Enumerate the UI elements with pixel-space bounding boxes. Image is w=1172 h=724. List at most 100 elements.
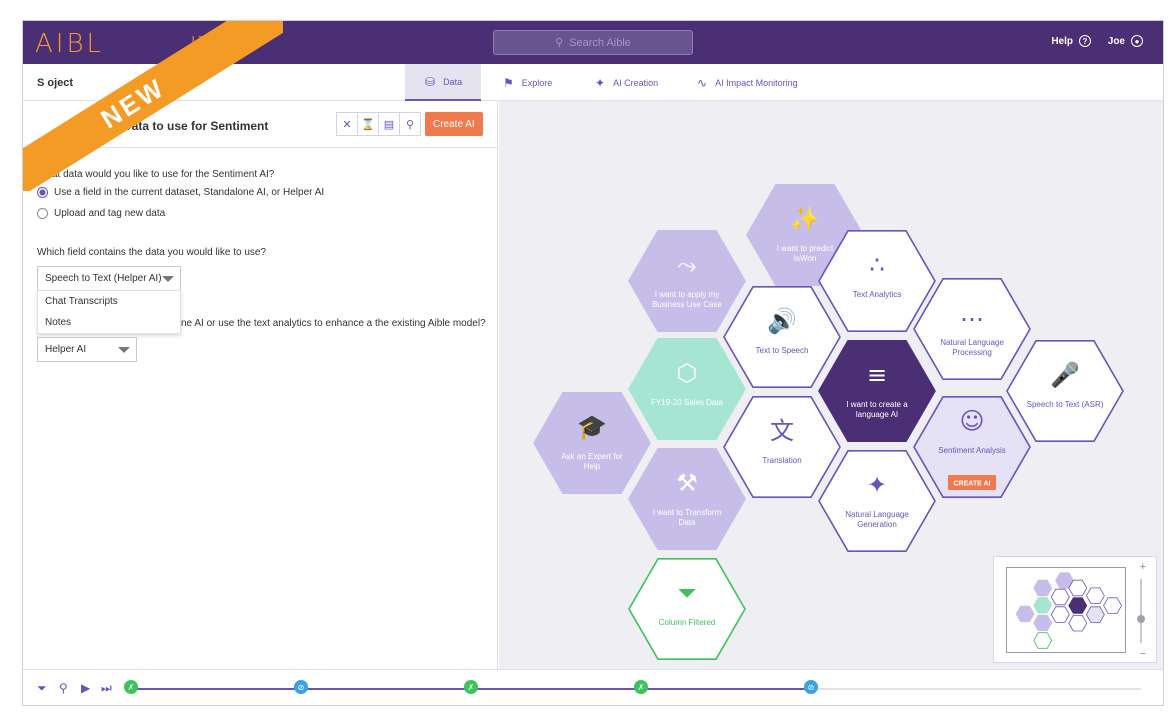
smiley-chat-icon: ☺ [959,407,984,435]
radio-use-field[interactable]: Use a field in the current dataset, Stan… [37,187,324,198]
tab-label: Explore [521,77,553,88]
hex-tile-sales[interactable]: ⬡FY19-20 Sales Data [628,338,746,441]
app-logo[interactable]: AIBL [35,29,104,59]
chevron-down-icon [162,276,174,282]
app-logo-suffix: IZE [191,34,222,51]
radio-selected-icon[interactable] [37,187,48,198]
timeline-node-transform[interactable]: ✗ [634,680,648,694]
skip-end-icon[interactable]: ⏭ [101,681,112,695]
hex-shape[interactable] [913,278,1031,381]
minimap-viewport[interactable] [1006,567,1126,653]
hex-shape[interactable] [628,447,746,551]
user-icon: ● [1131,35,1143,47]
tab-data[interactable]: ⛁ Data [405,64,481,101]
zoom-in-button[interactable]: + [1139,561,1146,573]
search-icon: ⚲ [555,37,564,49]
radio-label: Use a field in the current dataset, Stan… [54,187,325,198]
hex-label: Text to Speech [756,346,809,355]
timeline-node-filter[interactable]: ⊘ [804,680,818,694]
user-menu[interactable]: Joe ● [1108,35,1143,47]
tools-icon: ⚒ [676,469,698,497]
hex-shape[interactable] [533,391,651,495]
field-dropdown-menu: Chat Transcripts Notes [37,290,181,334]
hex-shape[interactable] [628,230,746,332]
help-label: Help [1051,35,1073,47]
radio-upload-data[interactable]: Upload and tag new data [37,208,165,219]
zoom-slider-track[interactable] [1140,579,1142,643]
dropdown-option-notes[interactable]: Notes [45,317,72,328]
minimap-hex [1033,632,1053,649]
hex-shape[interactable] [818,449,936,553]
play-icon[interactable]: ▶ [81,681,91,695]
route-icon: ⤳ [677,251,696,279]
search-icon[interactable]: ⚲ [59,681,68,695]
tab-ai-creation[interactable]: ✦ AI Creation [575,64,678,101]
search-placeholder: Search Aible [569,36,631,49]
hex-shape[interactable] [723,286,841,389]
pin-button[interactable]: ⚲ [399,112,421,136]
sparkle-icon: ✦ [867,471,887,499]
tab-explore[interactable]: ⚑ Explore [483,64,572,101]
timeline-node-transform[interactable]: ✗ [124,680,138,694]
hex-tile-asr[interactable]: 🎤Speech to Text (ASR) [1006,340,1124,443]
field-select[interactable]: Speech to Text (Helper AI) [37,266,181,291]
help-button[interactable]: Help ? [1051,35,1091,47]
create-ai-hex-button-bg[interactable] [948,475,996,490]
hex-shape[interactable] [1006,340,1124,443]
data-selection-panel: Select the Data to use for Sentiment ✕ ⌛… [23,101,498,669]
question-data-source: What data would you like to use for the … [37,169,275,180]
minimap-hex [1068,615,1088,632]
timeline-node-transform[interactable]: ✗ [464,680,478,694]
close-button[interactable]: ✕ [336,112,358,136]
text-lines-icon: ≡ [867,361,887,389]
helper-select[interactable]: Helper AI [37,337,137,362]
filter-icon[interactable]: ⏷ [37,681,47,695]
zoom-out-button[interactable]: − [1139,648,1146,660]
zoom-slider-handle[interactable] [1137,615,1145,623]
hourglass-button[interactable]: ⌛ [357,112,379,136]
panel-header: Select the Data to use for Sentiment ✕ ⌛… [23,101,497,148]
radio-unselected-icon[interactable] [37,208,48,219]
minimap-hex [1068,597,1088,614]
hex-tile-tts[interactable]: 🔊 Text to Speech [723,286,841,389]
hex-label: Sentiment Analysis [938,446,1006,455]
map-icon: ⚑ [503,75,514,90]
search-input[interactable]: ⚲ Search Aible [493,30,693,55]
hex-tile-text-analytics[interactable]: ∴Text Analytics [818,230,936,332]
field-select-value: Speech to Text (Helper AI) [45,273,162,284]
create-ai-button[interactable]: Create AI [425,112,483,136]
timeline-node-filter[interactable]: ⊘ [294,680,308,694]
create-ai-hex-button[interactable]: CREATE AI [948,475,996,490]
hex-shape[interactable] [913,395,1031,499]
magic-wand-icon: ✦ [595,75,606,90]
tab-ai-impact-monitoring[interactable]: ∿ AI Impact Monitoring [677,64,818,101]
minimap-hex [1103,597,1123,614]
speaker-icon: 🔊 [767,306,797,335]
hex-shape[interactable] [723,395,841,499]
hex-shape[interactable] [628,338,746,441]
hex-shape[interactable] [818,230,936,332]
minimap[interactable]: + − [993,556,1157,663]
hex-cluster-icon: ⬡ [677,359,698,387]
translate-icon: 文 [770,417,794,445]
hex-shape[interactable] [628,557,746,661]
save-button[interactable]: ▤ [378,112,400,136]
dropdown-option-chat-transcripts[interactable]: Chat Transcripts [45,296,118,307]
project-title: S oject [37,77,74,89]
minimap-hex [1015,605,1035,623]
hex-tile-filtered[interactable]: ⏷Column Filtered [628,557,746,661]
funnel-icon: ⏷ [677,579,696,607]
hex-shape[interactable] [818,340,936,443]
